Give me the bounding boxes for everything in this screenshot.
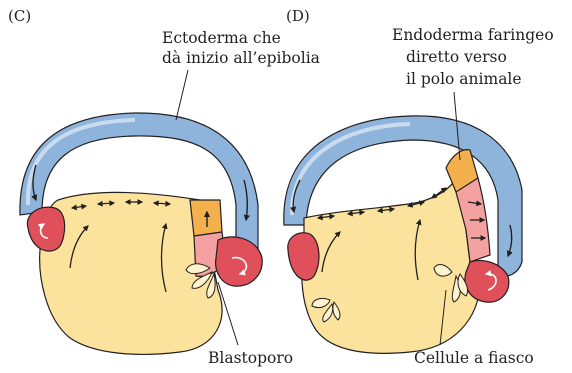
panel-d-label-endoderm-2: diretto verso (406, 48, 507, 66)
panel-d-label-endoderm-1: Endoderma faringeo (392, 26, 554, 44)
panel-c-label-ectoderm-2: dà inizio all’epibolia (162, 49, 320, 67)
panel-d: (D) (284, 7, 554, 367)
panel-c: (C) (8, 7, 320, 367)
panel-c-tag: (C) (8, 7, 31, 25)
panel-d-label-endoderm-3: il polo animale (406, 70, 522, 88)
panel-c-label-ectoderm-1: Ectoderma che (162, 29, 281, 47)
panel-d-yolk (302, 180, 480, 353)
panel-d-tag: (D) (286, 7, 310, 25)
panel-d-left-mesoderm (288, 233, 319, 280)
panel-c-left-mesoderm (27, 207, 64, 251)
panel-c-label-blastopore: Blastoporo (208, 349, 293, 367)
panel-c-ectoderm-leader (176, 70, 188, 120)
panel-d-label-bottle-cells: Cellule a fiasco (414, 349, 534, 367)
